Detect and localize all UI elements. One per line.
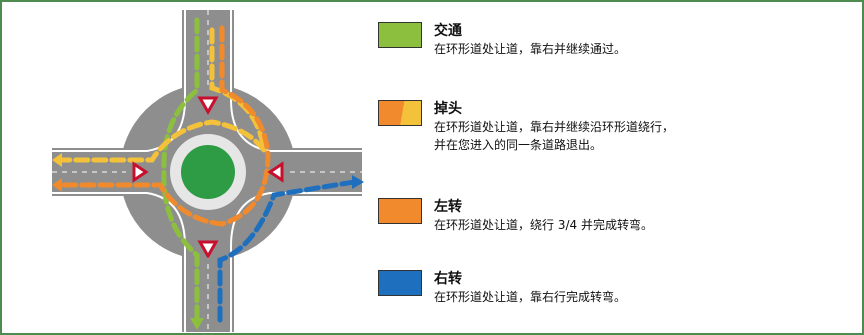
left-turn-path [59,25,271,227]
legend-swatch-orange [378,198,422,224]
legend-title: 右转 [434,271,462,287]
legend-item-right-turn: 右转 在环形道处让道，靠右行完成转弯。 [378,270,626,306]
legend-item-straight: 交通 在环形道处让道，靠右并继续通过。 [378,22,626,58]
legend-title: 掉头 [434,101,462,117]
central-island [181,145,235,199]
legend-title: 交通 [434,23,462,39]
straight-path [161,17,200,323]
legend-desc: 在环形道处让道，靠右并继续通过。 [434,42,627,56]
yield-sign-east [267,161,284,183]
yield-sign-south [197,240,219,260]
legend-desc: 在环形道处让道，靠右行完成转弯。 [434,290,627,304]
yield-signs [132,96,284,260]
legend-item-left-turn: 左转 在环形道处让道，绕行 3/4 并完成转弯。 [378,198,653,234]
u-turn-path [59,27,268,163]
legend-swatch-green [378,22,422,48]
legend-desc: 并在您进入的同一条道路退出。 [434,138,603,152]
yield-sign-west [132,161,149,183]
legend-item-u-turn: 掉头 在环形道处让道，靠右并继续沿环形道绕行， 并在您进入的同一条道路退出。 [378,100,674,154]
yield-sign-north [197,96,219,116]
legend-desc: 在环形道处让道，靠右并继续沿环形道绕行， [434,120,675,134]
legend-swatch-orange-yellow [378,100,422,126]
legend-desc: 在环形道处让道，绕行 3/4 并完成转弯。 [434,218,653,232]
right-turn-path [217,179,357,323]
path-arrowheads [52,153,364,330]
roundabout-diagram [52,10,364,332]
legend-swatch-blue [378,270,422,296]
lane-dividers [52,10,362,332]
legend-title: 左转 [434,199,462,215]
